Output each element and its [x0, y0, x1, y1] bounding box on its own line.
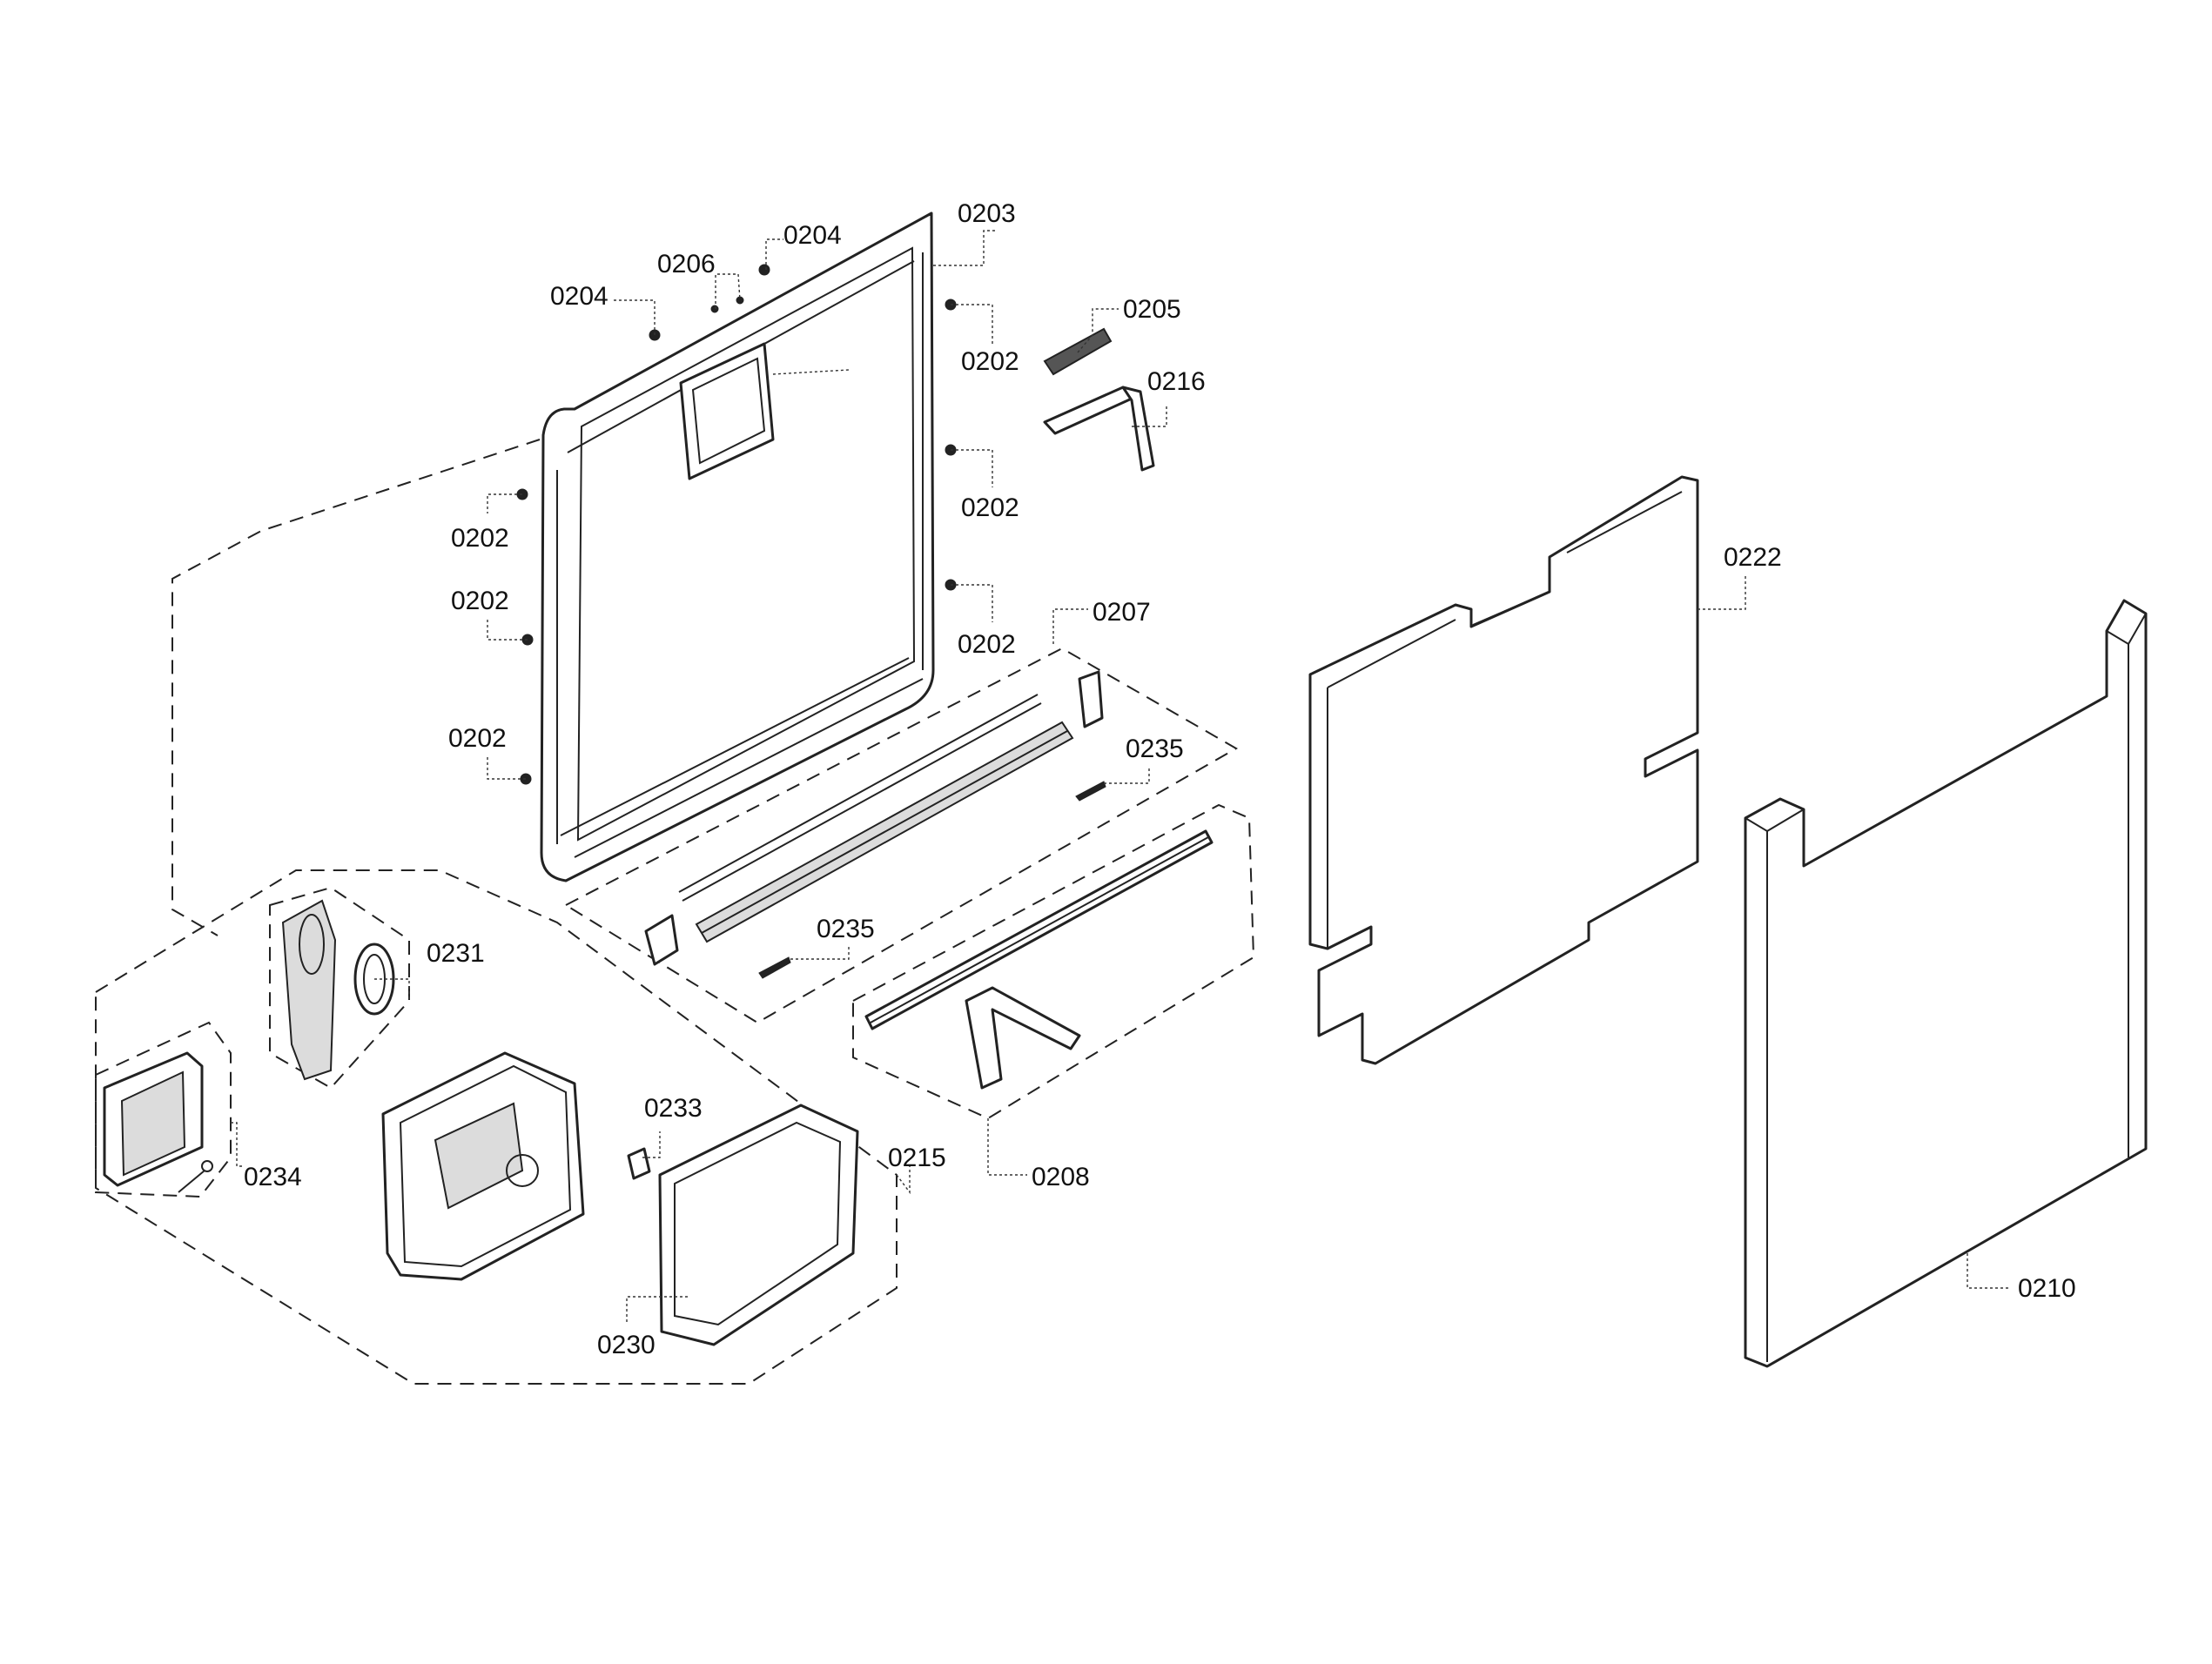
label-0206: 0206 [657, 250, 716, 278]
control-group-outline [95, 869, 898, 1385]
label-0204: 0204 [550, 282, 608, 311]
label-0202: 0202 [451, 524, 509, 553]
label-0231: 0231 [427, 939, 485, 968]
label-0234: 0234 [244, 1163, 302, 1191]
inner-door-group-outline [171, 439, 541, 936]
clip-part[interactable] [627, 1147, 651, 1180]
label-0222: 0222 [1724, 543, 1782, 572]
label-0202: 0202 [448, 724, 507, 753]
label-0205: 0205 [1123, 295, 1181, 324]
label-0204: 0204 [783, 221, 842, 250]
screw-icon [516, 264, 957, 785]
module-subgroup-outline [95, 1021, 232, 1198]
label-0202: 0202 [961, 493, 1019, 522]
hinge-bracket-part[interactable] [1043, 327, 1155, 472]
door-rail-part[interactable] [644, 670, 1106, 979]
label-0235: 0235 [817, 915, 875, 943]
label-0208: 0208 [1032, 1163, 1090, 1191]
label-0202: 0202 [961, 347, 1019, 376]
label-0230: 0230 [597, 1331, 656, 1359]
outer-door-panel-part[interactable] [1744, 599, 2148, 1368]
leader-lines [231, 230, 2011, 1323]
label-0207: 0207 [1093, 598, 1151, 627]
latch-group-outline [852, 803, 1255, 1120]
label-0202: 0202 [451, 587, 509, 615]
electronic-module-part[interactable] [103, 1051, 213, 1193]
label-0233: 0233 [644, 1094, 703, 1123]
control-housing-part[interactable] [381, 1051, 585, 1281]
label-0202: 0202 [958, 630, 1016, 659]
label-0215: 0215 [888, 1144, 946, 1172]
handle-part[interactable] [281, 899, 395, 1081]
label-0210: 0210 [2018, 1274, 2076, 1303]
gasket-part[interactable] [658, 1104, 859, 1346]
label-0203: 0203 [958, 199, 1016, 228]
insulation-panel-part[interactable] [1308, 475, 1699, 1065]
label-0216: 0216 [1147, 367, 1206, 396]
inner-door-part[interactable] [540, 211, 935, 882]
latch-bar-part[interactable] [864, 829, 1214, 1090]
rail-group-outline [563, 647, 1239, 1024]
label-0235: 0235 [1126, 735, 1184, 763]
